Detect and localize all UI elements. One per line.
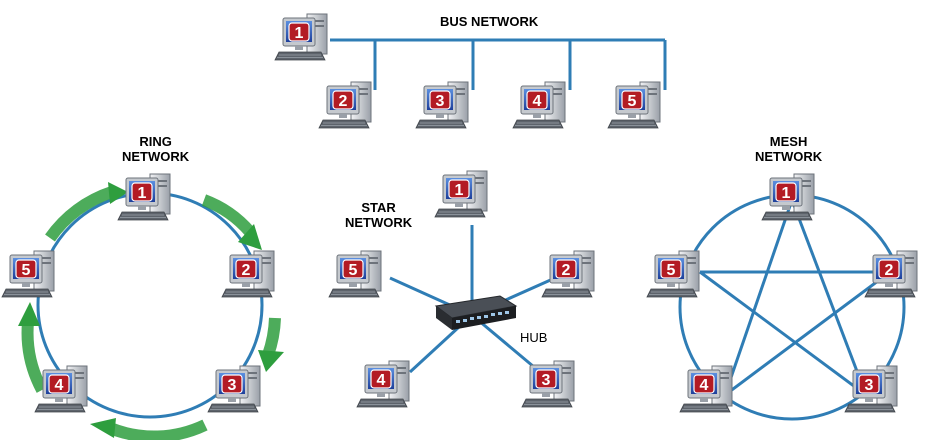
curved-arrow-icon [18,302,48,393]
desktop-computer-icon: 1 [117,173,171,221]
computer-number: 5 [349,262,358,279]
curved-arrow-icon [258,317,284,372]
desktop-computer-icon: 4 [512,81,566,129]
desktop-computer-icon: 1 [274,13,328,61]
desktop-computer-icon: 3 [415,81,469,129]
star-network-label: STAR NETWORK [345,200,412,230]
computer-number: 5 [667,262,676,279]
desktop-computer-icon: 4 [356,360,410,408]
computer-number: 2 [242,262,251,279]
star-network [389,225,556,374]
computer-number: 3 [436,93,445,110]
mesh-label-line2: NETWORK [755,149,823,164]
desktop-computer-icon: 3 [521,360,575,408]
bus-network [330,38,667,90]
computer-number: 5 [628,93,637,110]
desktop-computer-icon: 1 [761,173,815,221]
computer-number: 2 [562,262,571,279]
curved-arrow-icon [45,182,128,242]
computer-number: 2 [339,93,348,110]
mesh-link [724,270,891,397]
desktop-computer-icon: 5 [328,250,382,298]
desktop-computer-icon: 4 [679,365,733,413]
star-link [471,313,541,374]
curved-arrow-icon [201,194,262,250]
ring-network-label: RING NETWORK [122,134,189,164]
computers: 1 2 3 4 5 1 2 3 4 5 1 2 3 4 5 [1,13,918,413]
star-label-line1: STAR [361,200,396,215]
computer-number: 4 [533,93,542,110]
computer-number: 3 [228,377,237,394]
star-label-line2: NETWORK [345,215,413,230]
desktop-computer-icon: 2 [221,250,275,298]
mesh-network-label: MESH NETWORK [755,134,822,164]
mesh-link [790,199,868,396]
curved-arrow-icon [90,418,208,440]
ring-label-line1: RING [139,134,172,149]
desktop-computer-icon: 3 [207,365,261,413]
desktop-computer-icon: 2 [318,81,372,129]
desktop-computer-icon: 4 [34,365,88,413]
computer-number: 4 [55,377,64,394]
computer-number: 3 [865,377,874,394]
computer-number: 3 [542,372,551,389]
hub-label: HUB [520,330,548,345]
computer-number: 1 [455,182,464,199]
ring-network [18,182,284,440]
desktop-computer-icon: 2 [541,250,595,298]
desktop-computer-icon: 2 [864,250,918,298]
computer-number: 5 [22,262,31,279]
computer-number: 1 [782,185,791,202]
computer-number: 2 [885,262,894,279]
network-hub-icon [434,295,518,330]
desktop-computer-icon: 5 [1,250,55,298]
bus-network-label: BUS NETWORK [440,14,539,29]
computer-number: 4 [700,377,709,394]
mesh-link [699,270,867,397]
mesh-link [723,199,794,396]
mesh-label-line1: MESH [769,134,808,149]
computer-number: 1 [295,25,304,42]
computer-number: 4 [377,372,386,389]
ring-label-line2: NETWORK [122,149,190,164]
desktop-computer-icon: 1 [434,170,488,218]
desktop-computer-icon: 5 [607,81,661,129]
desktop-computer-icon: 5 [646,250,700,298]
desktop-computer-icon: 3 [844,365,898,413]
computer-number: 1 [138,185,147,202]
